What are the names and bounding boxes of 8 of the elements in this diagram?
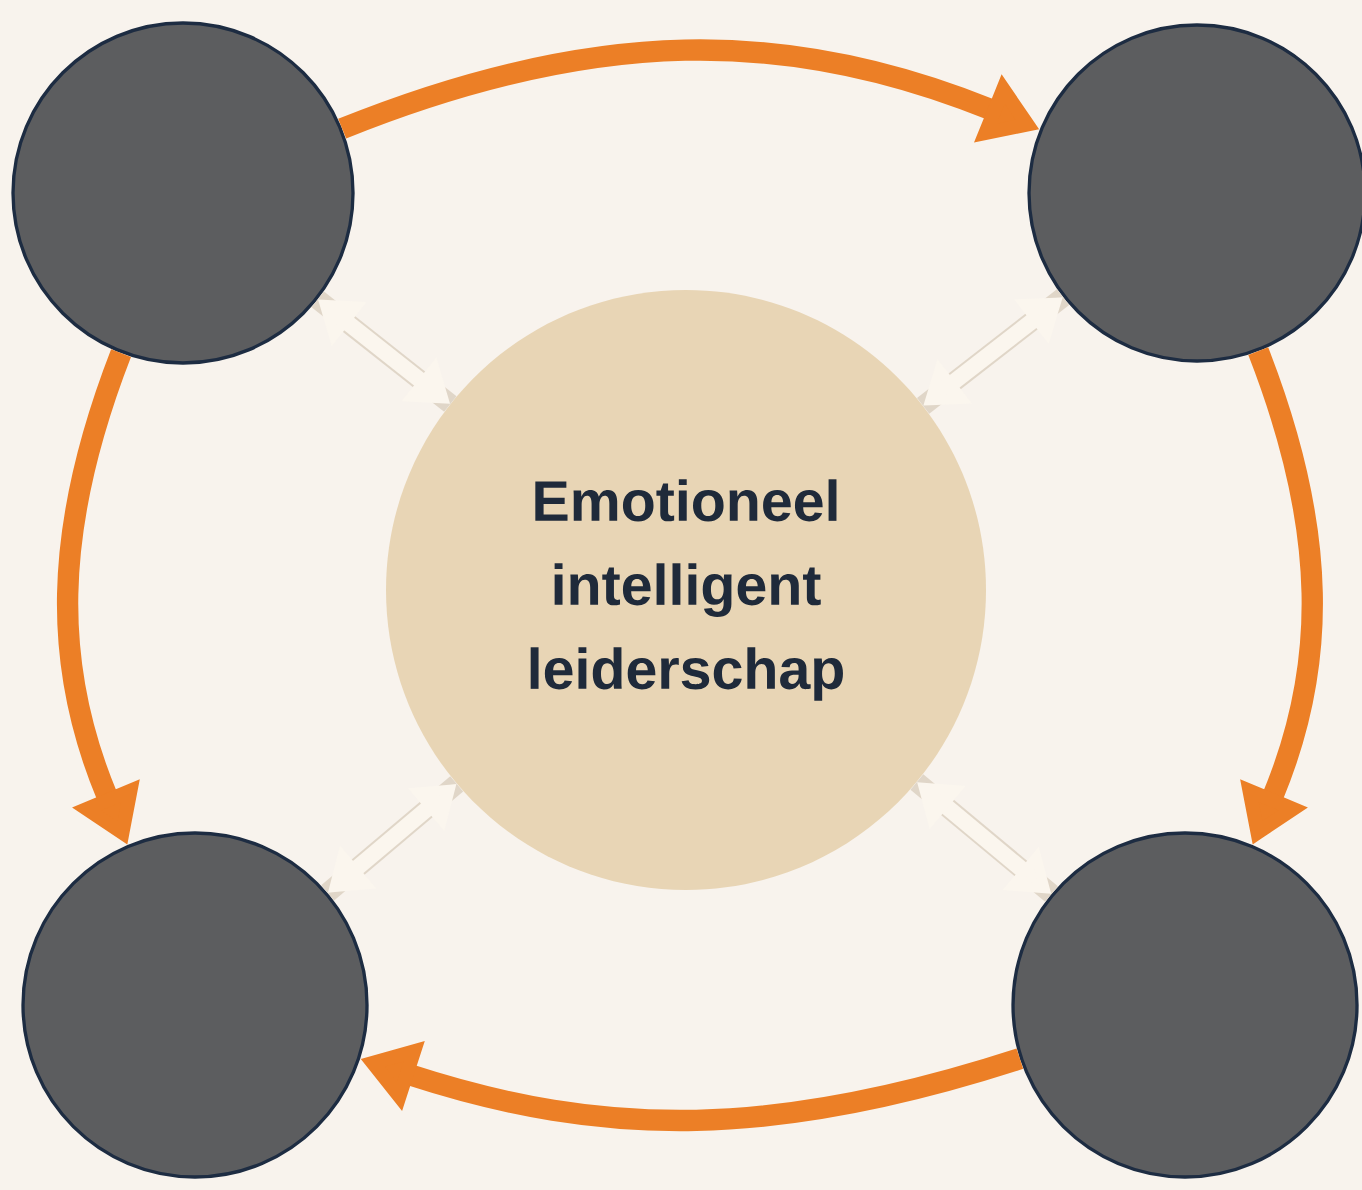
dark-circle (1011, 831, 1359, 1179)
arrow (916, 289, 1070, 414)
arrow (321, 776, 464, 901)
dark-circle (1027, 23, 1362, 363)
dark-circle (21, 831, 369, 1179)
arrow (311, 291, 457, 412)
dark-circle (11, 21, 355, 365)
arrow (910, 774, 1058, 902)
